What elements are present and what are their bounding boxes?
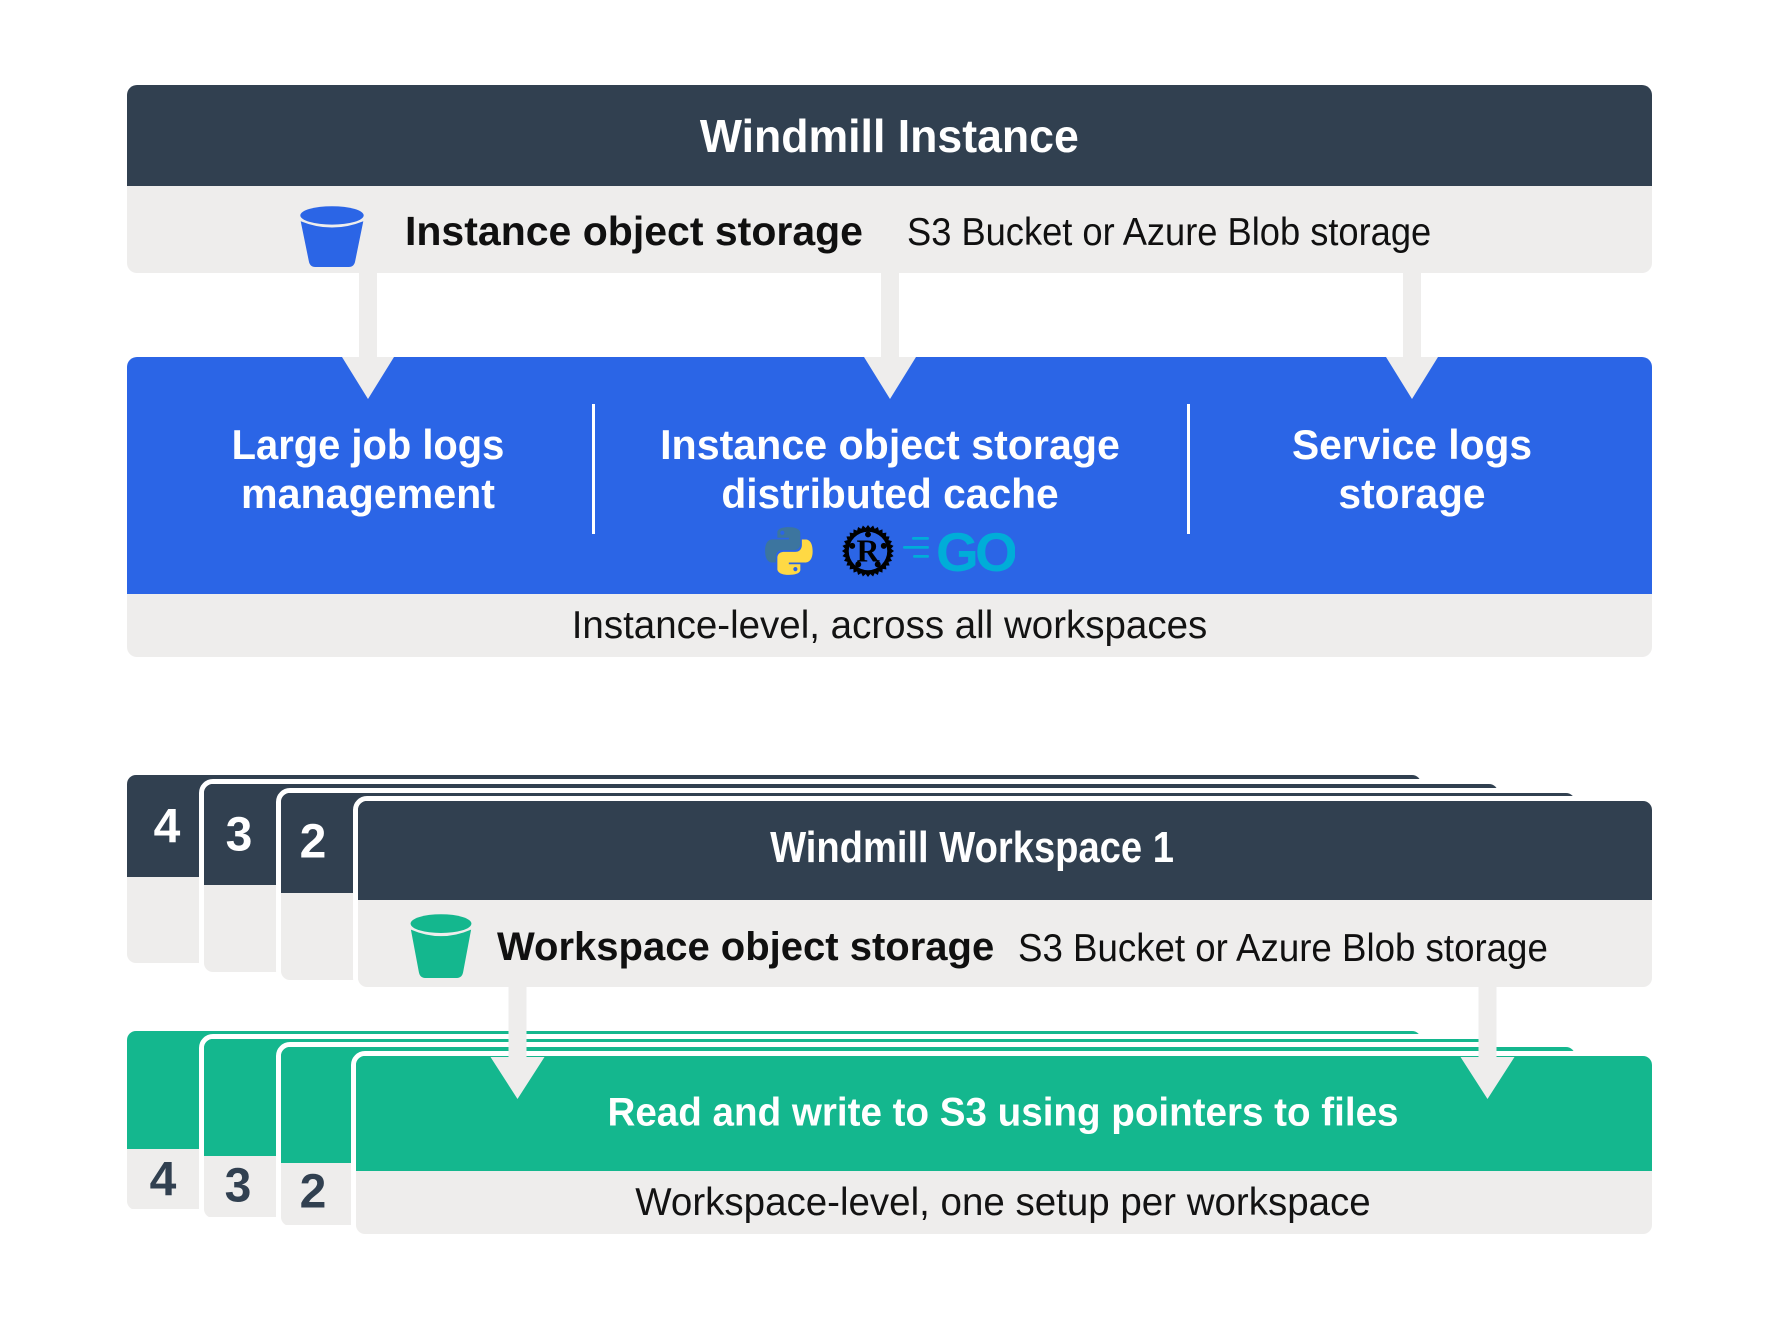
svg-text:R: R xyxy=(857,534,881,569)
svg-text:GO: GO xyxy=(936,528,1015,574)
